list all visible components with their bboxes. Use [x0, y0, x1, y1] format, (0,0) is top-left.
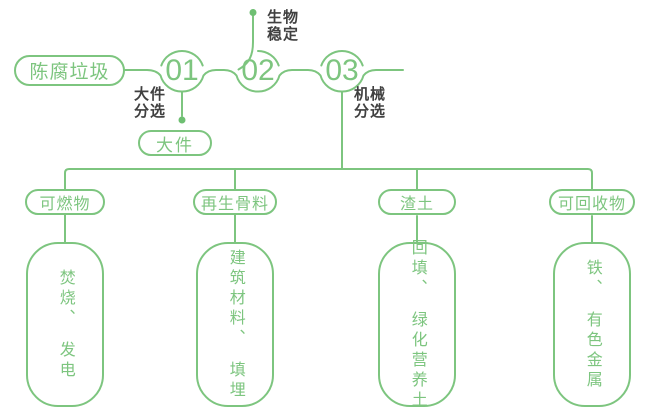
- result-text: 焚烧、 发电: [56, 268, 74, 381]
- category-label: 再生骨料: [200, 196, 269, 213]
- category-node-combustible: 可燃物: [25, 189, 105, 215]
- step-number-2: 02: [241, 54, 275, 87]
- step1-upper-arc: [160, 49, 204, 67]
- result-node-combustible: 焚烧、 发电: [26, 242, 104, 407]
- step-number-3: 03: [325, 54, 359, 87]
- biostable-dot: [249, 9, 257, 16]
- result-node-recyclable: 铁、 有色金属: [553, 242, 631, 407]
- source-label: 陈腐垃圾: [29, 62, 110, 83]
- large-item-label: 大件: [156, 135, 194, 155]
- category-label: 可回收物: [557, 196, 626, 213]
- step1-process-label: 大件 分选: [134, 86, 167, 120]
- source-node: 陈腐垃圾: [14, 55, 125, 86]
- step2-process-label: 生物 稳定: [267, 9, 300, 43]
- step2-upper-arc: [257, 49, 280, 67]
- distribution-bar: [64, 168, 593, 190]
- category-label: 可燃物: [39, 196, 91, 213]
- large-item-dot: [178, 116, 186, 124]
- result-node-slag: 回填、 绿化营养土: [378, 239, 456, 411]
- result-text: 铁、 有色金属: [583, 258, 601, 391]
- category-node-slag: 渣土: [378, 189, 456, 215]
- step3-process-label: 机械 分选: [354, 86, 387, 120]
- step-number-1: 01: [165, 54, 199, 87]
- category-node-aggregate: 再生骨料: [193, 189, 277, 215]
- step2-branch-line: [237, 15, 254, 71]
- result-node-aggregate: 建筑材料、 填埋: [196, 242, 274, 407]
- result-text: 建筑材料、 填埋: [226, 248, 244, 401]
- large-item-node: 大件: [138, 130, 212, 156]
- step3-upper-arc: [320, 49, 364, 67]
- category-node-recyclable: 可回收物: [549, 189, 635, 215]
- result-text: 回填、 绿化营养土: [408, 238, 426, 411]
- category-label: 渣土: [399, 196, 434, 213]
